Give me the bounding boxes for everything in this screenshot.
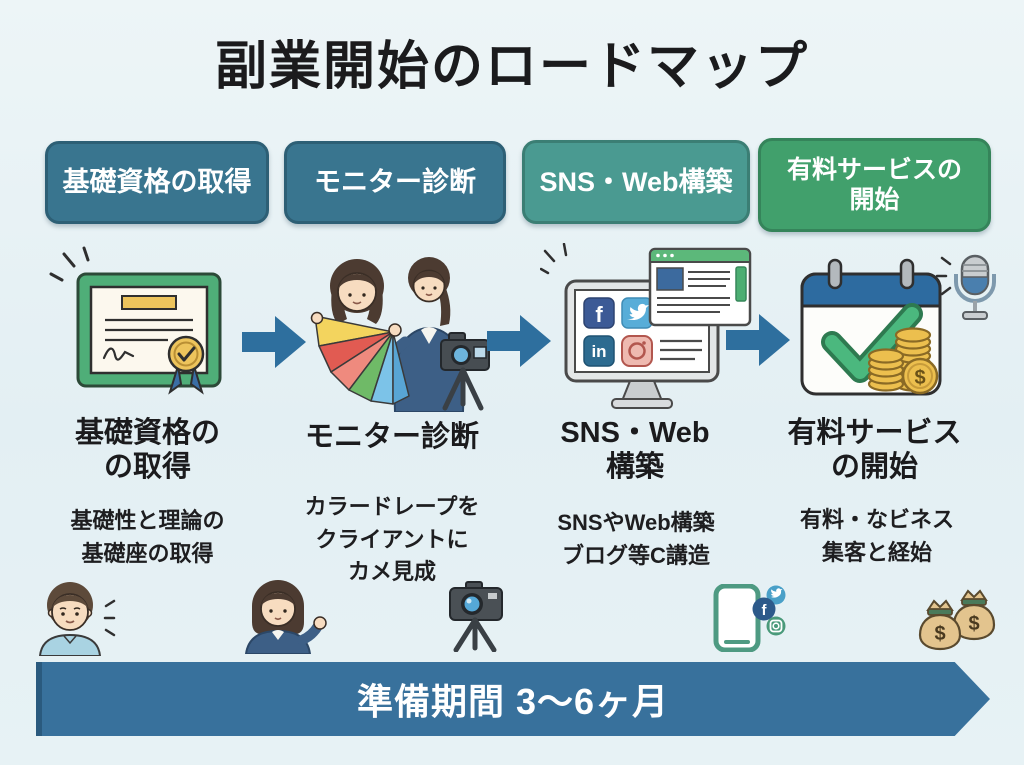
timeline-banner-label: 準備期間 3〜6ヶ月 xyxy=(356,681,670,722)
coins-icon: $ xyxy=(867,327,939,395)
instagram-icon xyxy=(766,616,786,636)
step1-heading: 基礎資格の の取得 xyxy=(74,417,220,484)
sparkle-icon xyxy=(103,599,116,637)
paid-service-calendar-illustration: $ xyxy=(800,254,996,396)
facebook-icon: f xyxy=(583,297,615,329)
svg-text:in: in xyxy=(591,342,606,361)
sns-web-monitor-illustration: f in xyxy=(540,243,752,409)
camera-tripod-icon xyxy=(449,581,503,652)
instagram-icon xyxy=(621,335,653,367)
page-title: 副業開始のロードマップ xyxy=(214,38,809,96)
color-drape-consult-illustration xyxy=(310,257,490,412)
step2-header-label: モニター診断 xyxy=(314,167,476,198)
color-drape-fan xyxy=(314,315,410,405)
svg-text:$: $ xyxy=(934,623,945,645)
client-person xyxy=(330,259,384,324)
microphone-icon xyxy=(954,254,996,320)
arrow-right-icon xyxy=(726,314,790,366)
sparkle-icon xyxy=(49,246,90,282)
twitter-icon xyxy=(621,297,653,329)
step3-header-badge: SNS・Web構築 xyxy=(522,140,750,224)
money-bags-icon: $ $ xyxy=(918,589,996,651)
linkedin-icon: in xyxy=(583,335,615,367)
step2-heading: モニター診断 xyxy=(304,421,479,453)
step3-heading: SNS・Web 構築 xyxy=(560,417,710,484)
browser-window xyxy=(648,247,752,327)
timeline-banner: 準備期間 3〜6ヶ月 xyxy=(36,662,990,736)
svg-text:$: $ xyxy=(968,613,979,635)
step3-header-label: SNS・Web構築 xyxy=(539,166,733,197)
sparkle-icon xyxy=(540,243,568,275)
boy-avatar-icon xyxy=(38,582,116,656)
arrow-right-icon xyxy=(242,316,306,368)
twitter-icon xyxy=(766,585,786,605)
facebook-icon: f xyxy=(752,597,776,621)
step4-heading: 有料サービス の開始 xyxy=(787,417,962,484)
step3-description: SNSやWeb構築 ブログ等C講造 xyxy=(557,510,715,568)
svg-text:$: $ xyxy=(914,367,925,389)
sparkle-icon xyxy=(935,256,952,296)
smartphone-social-icon: f xyxy=(713,584,786,652)
step4-header-label: 有料サービスの 開始 xyxy=(786,155,962,215)
certificate-illustration xyxy=(49,246,222,395)
arrow-right-icon xyxy=(487,315,551,367)
award-seal-icon xyxy=(167,335,205,395)
step4-header-badge: 有料サービスの 開始 xyxy=(758,138,991,232)
step4-description: 有料・なビネス 集客と経始 xyxy=(799,507,954,565)
svg-text:f: f xyxy=(595,302,603,327)
consultant-woman-icon xyxy=(244,580,327,654)
step1-description: 基礎性と理論の 基礎座の取得 xyxy=(70,508,225,566)
step1-header-label: 基礎資格の取得 xyxy=(62,167,252,198)
step2-description: カラードレープを クライアントに カメ見成 xyxy=(304,494,480,585)
step1-header-badge: 基礎資格の取得 xyxy=(45,141,269,224)
step2-header-badge: モニター診断 xyxy=(284,141,506,224)
svg-text:f: f xyxy=(762,602,768,619)
camera-tripod-icon xyxy=(440,332,490,411)
